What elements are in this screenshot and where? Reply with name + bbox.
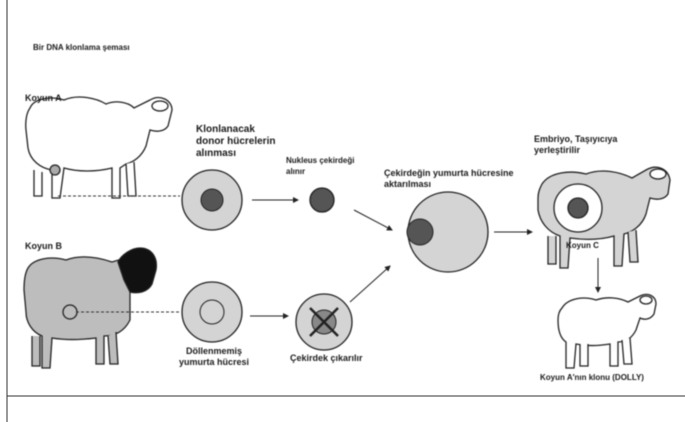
sheep-c-label: Koyun C <box>566 240 599 251</box>
sheep-a-illustration <box>26 97 172 198</box>
diagram-title: Bir DNA klonlama şeması <box>33 42 130 53</box>
enucleated-label: Çekirdek çıkarılır <box>290 353 366 364</box>
donor-cell-label: Klonlanacak donor hücrelerin alınması <box>196 124 280 160</box>
embryo-label: Embriyo, Taşıyıcıya yerleştirilir <box>534 134 646 156</box>
enucleated-egg-cell <box>296 294 352 350</box>
arrow-nucleus-to-fused <box>354 210 392 230</box>
egg-cell <box>182 282 242 342</box>
sheep-b-illustration <box>24 248 156 368</box>
nucleus-label: Nukleus çekirdeği alınır <box>286 155 356 177</box>
fused-cell <box>407 192 488 272</box>
arrow-enucleated-to-fused <box>350 266 390 302</box>
fused-cell-label: Çekirdeğin yumurta hücresine aktarılması <box>384 168 516 190</box>
sheep-b-label: Koyun B <box>25 241 62 252</box>
nucleus-cell <box>310 188 334 212</box>
dolly-illustration <box>558 294 656 368</box>
donor-cell <box>182 170 242 230</box>
sheep-c-illustration <box>538 167 670 268</box>
egg-cell-label: Döllenmemiş yumurta hücresi <box>168 346 260 368</box>
sheep-a-label: Koyun A <box>25 93 62 104</box>
result-label: Koyun A'nın klonu (DOLLY) <box>540 372 685 383</box>
